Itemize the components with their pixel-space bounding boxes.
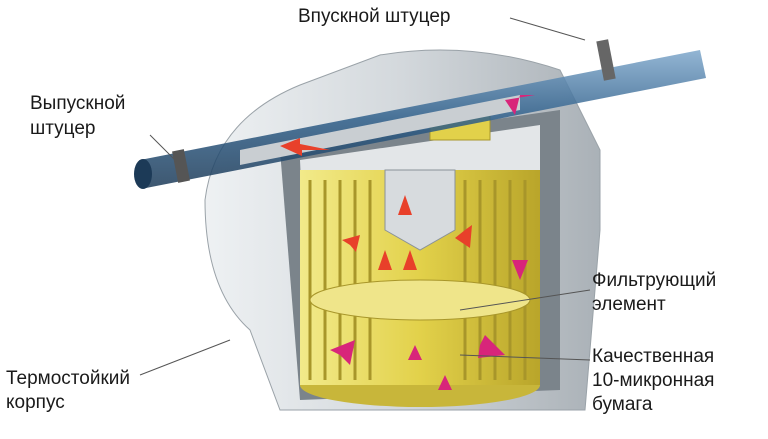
- paper-label-line2: 10-микронная: [592, 370, 715, 391]
- outlet-clamp: [172, 149, 190, 183]
- filter-element-label-line1: Фильтрующий: [592, 270, 717, 291]
- outlet-fitting-label-line1: Выпускной: [30, 93, 126, 114]
- paper-label-line1: Качественная: [592, 346, 715, 367]
- housing-label-line2: корпус: [6, 392, 65, 413]
- filter-element-label-line2: элемент: [592, 294, 666, 315]
- flow-arrows-red: [280, 138, 472, 270]
- paper-label-line3: бумага: [592, 394, 653, 415]
- pipe-opening: [134, 159, 152, 189]
- flow-arrows-pink: [330, 95, 535, 390]
- center-tube: [384, 169, 456, 251]
- inlet-clamp: [596, 39, 616, 81]
- leader-lines: [139, 17, 591, 376]
- filter-cutaway-rim: [309, 279, 531, 321]
- housing-label-line1: Термостойкий: [6, 368, 131, 389]
- outlet-fitting-label-line2: штуцер: [30, 118, 96, 139]
- inlet-fitting-label: Впускной штуцер: [298, 6, 451, 27]
